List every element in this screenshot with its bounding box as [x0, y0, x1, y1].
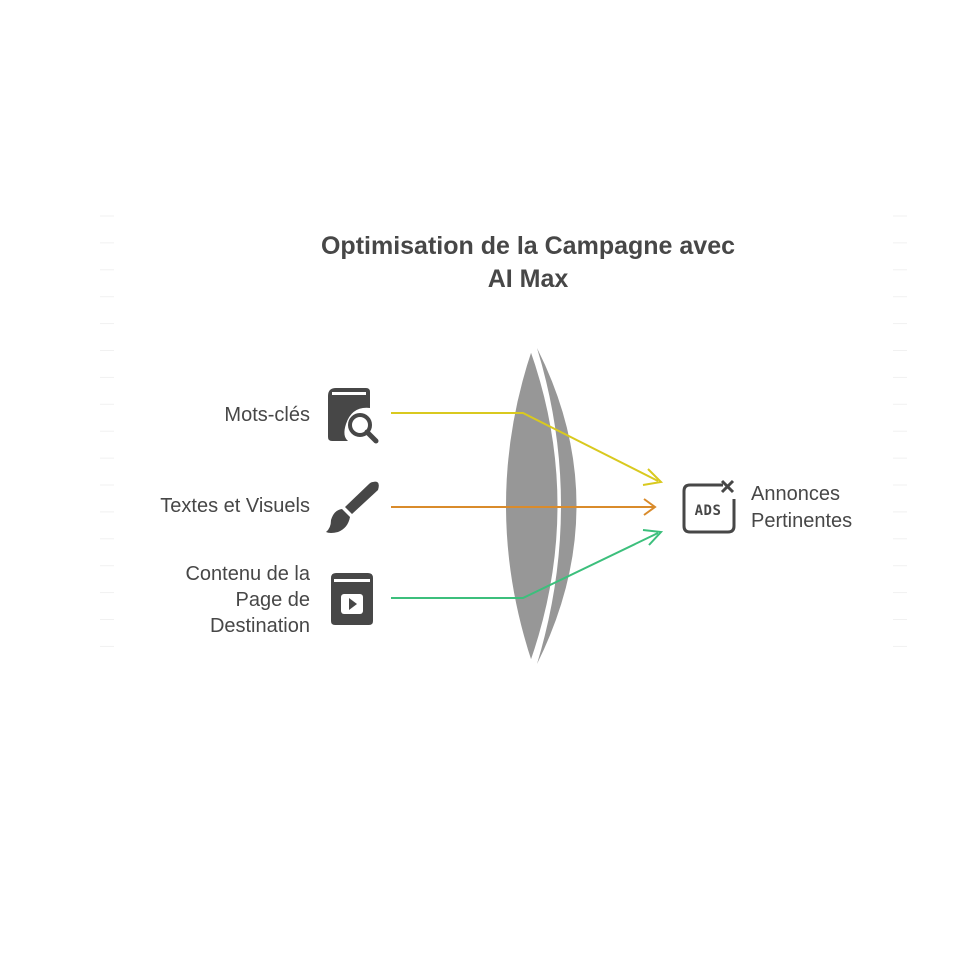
lens-back-rim	[537, 348, 577, 664]
label-textes-visuels: Textes et Visuels	[160, 495, 310, 517]
label-contenu-line-1: Contenu de la	[185, 563, 310, 585]
title-line-2: AI Max	[488, 265, 569, 293]
label-mots-cles: Mots-clés	[224, 404, 310, 426]
arrow-contenu-page	[391, 532, 659, 599]
background-guides	[100, 215, 907, 647]
paintbrush-icon	[326, 481, 379, 533]
label-contenu-line-3: Destination	[210, 615, 310, 637]
arrows	[391, 412, 664, 599]
arrow-contenu-page-head	[642, 529, 664, 546]
video-book-icon	[331, 573, 373, 625]
title-line-1: Optimisation de la Campagne avec	[321, 232, 735, 260]
label-contenu-line-2: Page de	[235, 589, 310, 611]
book-search-icon	[328, 388, 379, 444]
ads-icon: ADS	[682, 479, 736, 534]
arrow-mots-cles-head	[642, 468, 664, 486]
arrow-textes-visuels-head	[643, 498, 657, 516]
label-annonces-line-2: Pertinentes	[751, 510, 852, 532]
arrow-mots-cles	[391, 412, 659, 482]
label-annonces-line-1: Annonces	[751, 483, 840, 505]
ads-icon-text: ADS	[695, 503, 722, 519]
